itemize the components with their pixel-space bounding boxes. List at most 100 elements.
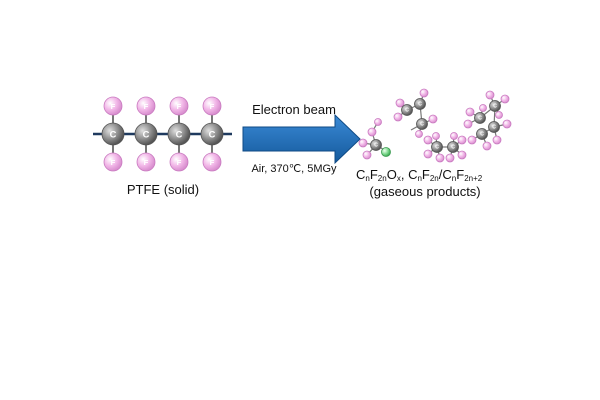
formula-part: C: [356, 167, 366, 182]
formula-subscript: x: [396, 174, 401, 183]
fluorine-atom: [362, 150, 372, 160]
fluorine-atom: F: [169, 152, 189, 172]
fluorine-atom: F: [202, 152, 222, 172]
fluorine-atom: [415, 130, 423, 138]
carbon-symbol: C: [420, 122, 424, 128]
oxygen-atom: [381, 147, 391, 157]
formula-subscript: n: [365, 174, 370, 183]
carbon-symbol: C: [374, 143, 378, 149]
formula-part: F: [456, 167, 465, 182]
carbon-symbol: C: [143, 130, 150, 140]
reaction-arrow: [242, 113, 361, 165]
formula-part: F: [369, 167, 378, 182]
formula-separator: ,: [400, 167, 409, 182]
fluorine-atom: [500, 94, 510, 104]
fluorine-symbol: F: [210, 102, 215, 111]
fluorine-atom: F: [136, 152, 156, 172]
formula-subscript: n: [451, 174, 457, 183]
carbon-atom: C: [476, 128, 488, 140]
arrow-label-electron-beam: Electron beam: [252, 102, 336, 117]
carbon-atom: C: [488, 121, 500, 133]
fluorine-atom: [419, 88, 429, 98]
carbon-symbol: C: [418, 102, 422, 108]
carbon-atom: C: [401, 104, 413, 116]
fluorine-atom: [428, 114, 438, 124]
carbon-symbol: C: [405, 108, 409, 114]
product-molecule: C: [358, 118, 391, 160]
fluorine-atom: F: [103, 152, 123, 172]
formula-part: O: [386, 167, 397, 182]
fluorine-atom: [358, 138, 368, 148]
product-molecule: C C C C: [463, 90, 512, 151]
fluorine-atom: [423, 149, 433, 159]
carbon-atom: C: [431, 141, 443, 153]
carbon-symbol: C: [480, 132, 484, 138]
carbon-atom: C: [134, 122, 158, 146]
fluorine-atom: [492, 135, 502, 145]
fluorine-atom: [457, 135, 467, 145]
carbon-atom: C: [416, 118, 428, 130]
fluorine-atom: [495, 111, 503, 119]
fluorine-atom: [502, 119, 512, 129]
formula-subscript: 2n: [377, 174, 387, 183]
formula-subscript: 2n: [429, 174, 439, 183]
carbon-symbol: C: [209, 130, 216, 140]
fluorine-symbol: F: [210, 158, 215, 167]
formula-separator: /: [438, 167, 443, 182]
fluorine-symbol: F: [177, 102, 182, 111]
products-formula: CnF2nOx, CnF2n/CnF2n+2: [356, 167, 482, 183]
fluorine-atom: [423, 135, 433, 145]
fluorine-symbol: F: [111, 102, 116, 111]
formula-part: F: [421, 167, 430, 182]
arrow-shape: [242, 113, 361, 165]
product-molecule: C C C: [393, 88, 438, 138]
carbon-atom: C: [370, 139, 382, 151]
fluorine-atom: [467, 135, 477, 145]
fluorine-symbol: F: [144, 102, 149, 111]
fluorine-atom: [435, 153, 445, 163]
formula-subscript: 2n+2: [464, 174, 483, 183]
carbon-symbol: C: [176, 130, 183, 140]
formula-part: C: [408, 167, 418, 182]
fluorine-atom: [485, 90, 495, 100]
carbon-atom: C: [414, 98, 426, 110]
fluorine-atom: F: [169, 96, 189, 116]
carbon-atom: C: [167, 122, 191, 146]
carbon-atom: C: [447, 141, 459, 153]
carbon-atom: C: [489, 100, 501, 112]
fluorine-atom: [463, 119, 473, 129]
reactant-label: PTFE (solid): [127, 182, 199, 197]
fluorine-atom: [395, 98, 405, 108]
fluorine-atom: [450, 132, 458, 140]
ptfe-chain: F F C F F C F F C F F C: [93, 96, 232, 172]
carbon-atom: C: [474, 112, 486, 124]
formula-subscript: n: [417, 174, 422, 183]
fluorine-atom: F: [202, 96, 222, 116]
fluorine-symbol: F: [144, 158, 149, 167]
fluorine-atom: [432, 132, 440, 140]
carbon-symbol: C: [435, 145, 439, 151]
formula-part: C: [442, 167, 452, 182]
fluorine-atom: [465, 107, 475, 117]
carbon-atom: C: [200, 122, 224, 146]
products-description: (gaseous products): [369, 184, 480, 199]
carbon-symbol: C: [493, 104, 497, 110]
reaction-conditions: Air, 370℃, 5MGy: [251, 163, 337, 175]
fluorine-atom: [367, 127, 377, 137]
fluorine-atom: [374, 118, 382, 126]
fluorine-atom: [457, 150, 467, 160]
fluorine-atom: [393, 112, 403, 122]
carbon-symbol: C: [492, 125, 496, 131]
fluorine-atom: [479, 104, 487, 112]
fluorine-atom: [445, 153, 455, 163]
fluorine-symbol: F: [177, 158, 182, 167]
carbon-symbol: C: [110, 130, 117, 140]
carbon-atom: C: [101, 122, 125, 146]
fluorine-atom: F: [103, 96, 123, 116]
fluorine-atom: [482, 141, 492, 151]
carbon-symbol: C: [478, 116, 482, 122]
fluorine-atom: F: [136, 96, 156, 116]
